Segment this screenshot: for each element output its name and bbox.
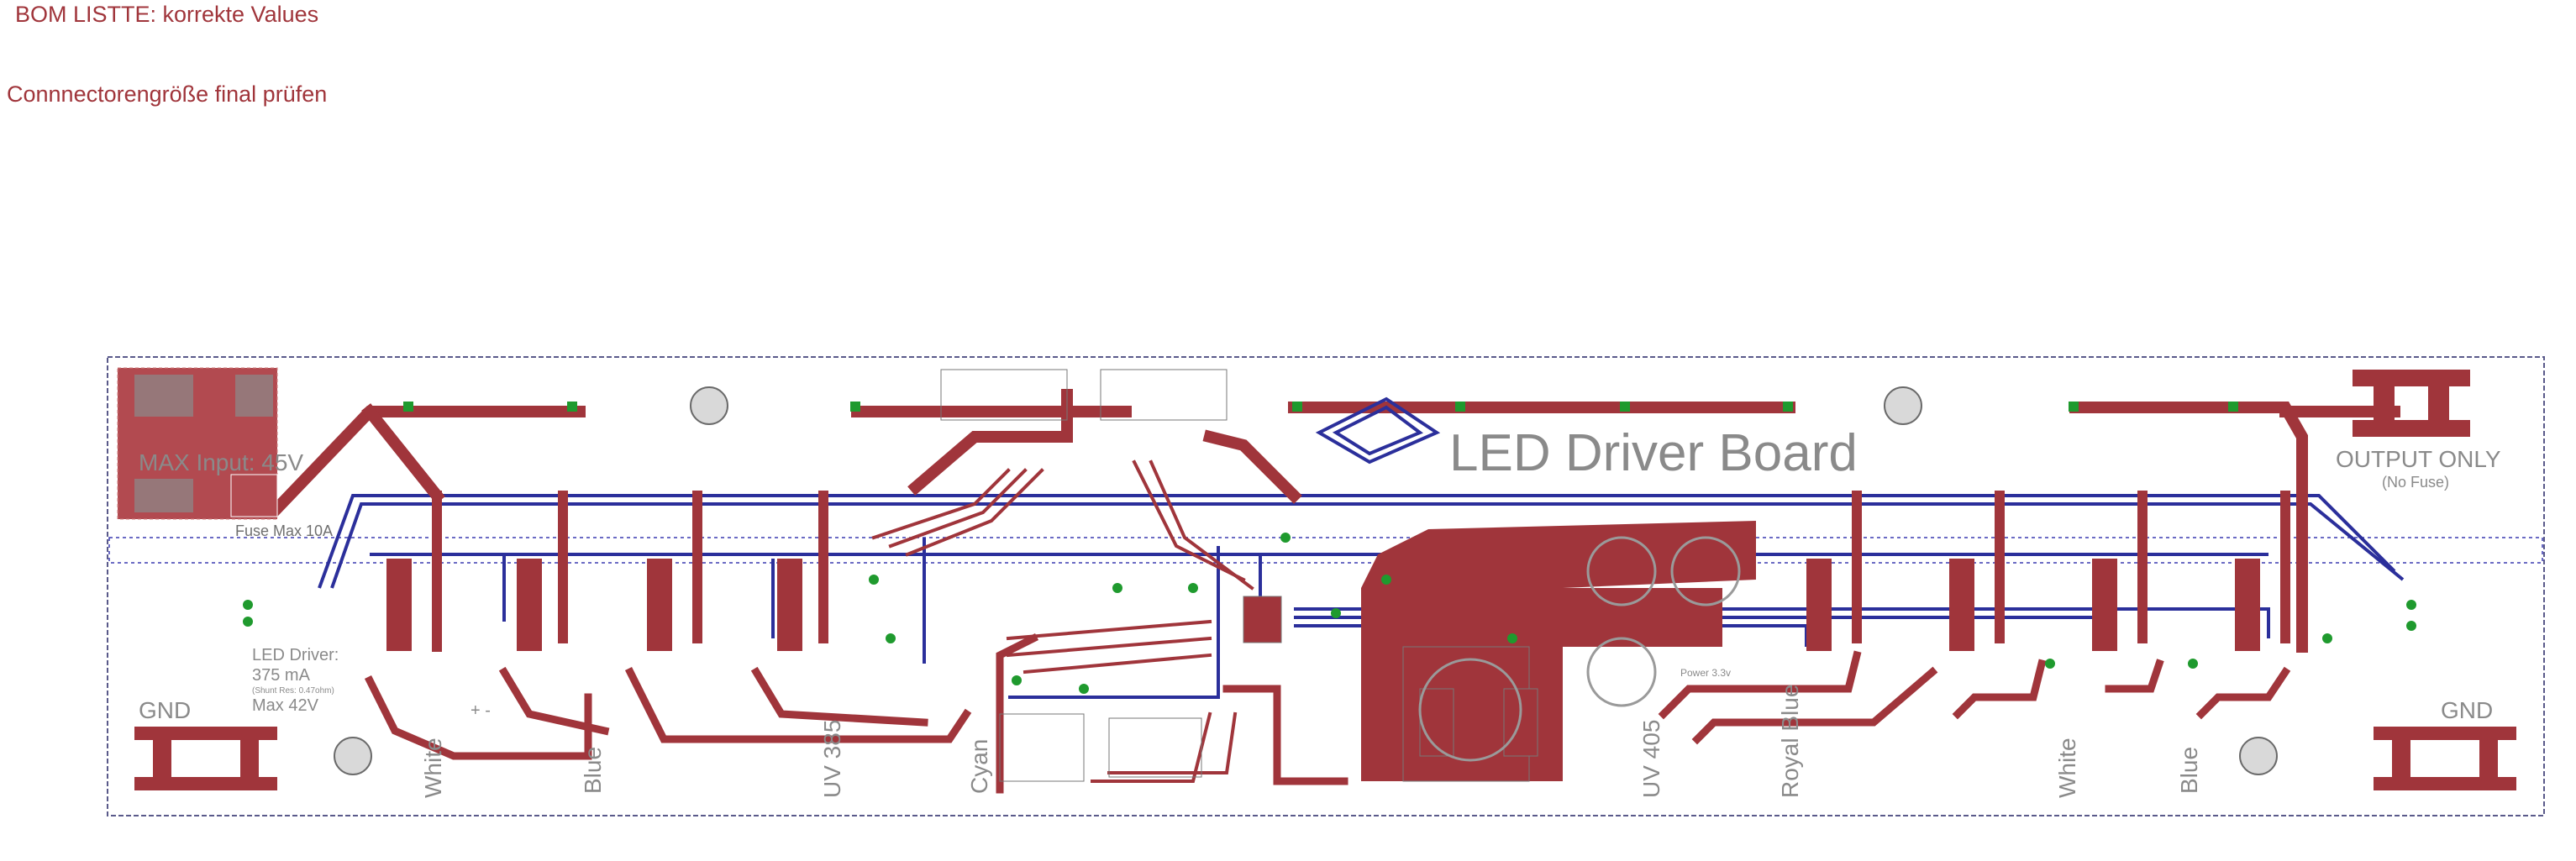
channel-label-blue-2: Blue	[2176, 747, 2202, 794]
gnd-right-pad[interactable]	[2374, 727, 2516, 790]
driver-spec-line4: Max 42V	[252, 696, 319, 715]
mounting-holes	[334, 386, 2278, 775]
no-fuse-label: (No Fuse)	[2382, 474, 2449, 491]
keepout-line	[108, 537, 2543, 564]
connector-note: Connnectorengröße final prüfen	[7, 81, 328, 107]
channel-label-cyan: Cyan	[966, 739, 992, 794]
gnd-left-label: GND	[139, 697, 191, 723]
gnd-right-label: GND	[2441, 697, 2493, 723]
channel-label-white-2: White	[2054, 738, 2080, 798]
bom-note: BOM LISTTE: korrekte Values	[15, 2, 319, 27]
channel-label-uv385: UV 385	[819, 720, 845, 798]
driver-channels[interactable]	[386, 559, 2260, 651]
vias	[243, 402, 2416, 694]
channel-label-royal-blue: Royal Blue	[1777, 685, 1803, 798]
fuse-label: Fuse Max 10A	[235, 522, 333, 539]
channel-label-blue-1: Blue	[580, 747, 606, 794]
board-logo-icon	[1315, 396, 1441, 465]
board-title: LED Driver Board	[1449, 424, 1858, 482]
output-connector[interactable]	[2353, 370, 2470, 437]
max-input-label: MAX Input: 45V	[139, 449, 303, 475]
board-outline	[107, 356, 2545, 816]
channel-label-uv405: UV 405	[1638, 720, 1664, 798]
channel-label-white-1: White	[420, 738, 446, 798]
top-layer-traces	[269, 389, 2400, 794]
driver-spec-line2: 375 mA	[252, 666, 311, 685]
output-only-label: OUTPUT ONLY	[2336, 446, 2501, 472]
polarity-label: + -	[471, 701, 491, 720]
copper-pour	[1361, 521, 1756, 781]
power-input-connector[interactable]	[117, 367, 278, 520]
components	[940, 369, 1741, 782]
power-label: Power 3.3v	[1680, 667, 1731, 679]
driver-spec-line3: (Shunt Res: 0.47ohm)	[252, 686, 334, 696]
gnd-left-pad[interactable]	[134, 727, 277, 790]
driver-spec-line1: LED Driver:	[252, 646, 339, 664]
